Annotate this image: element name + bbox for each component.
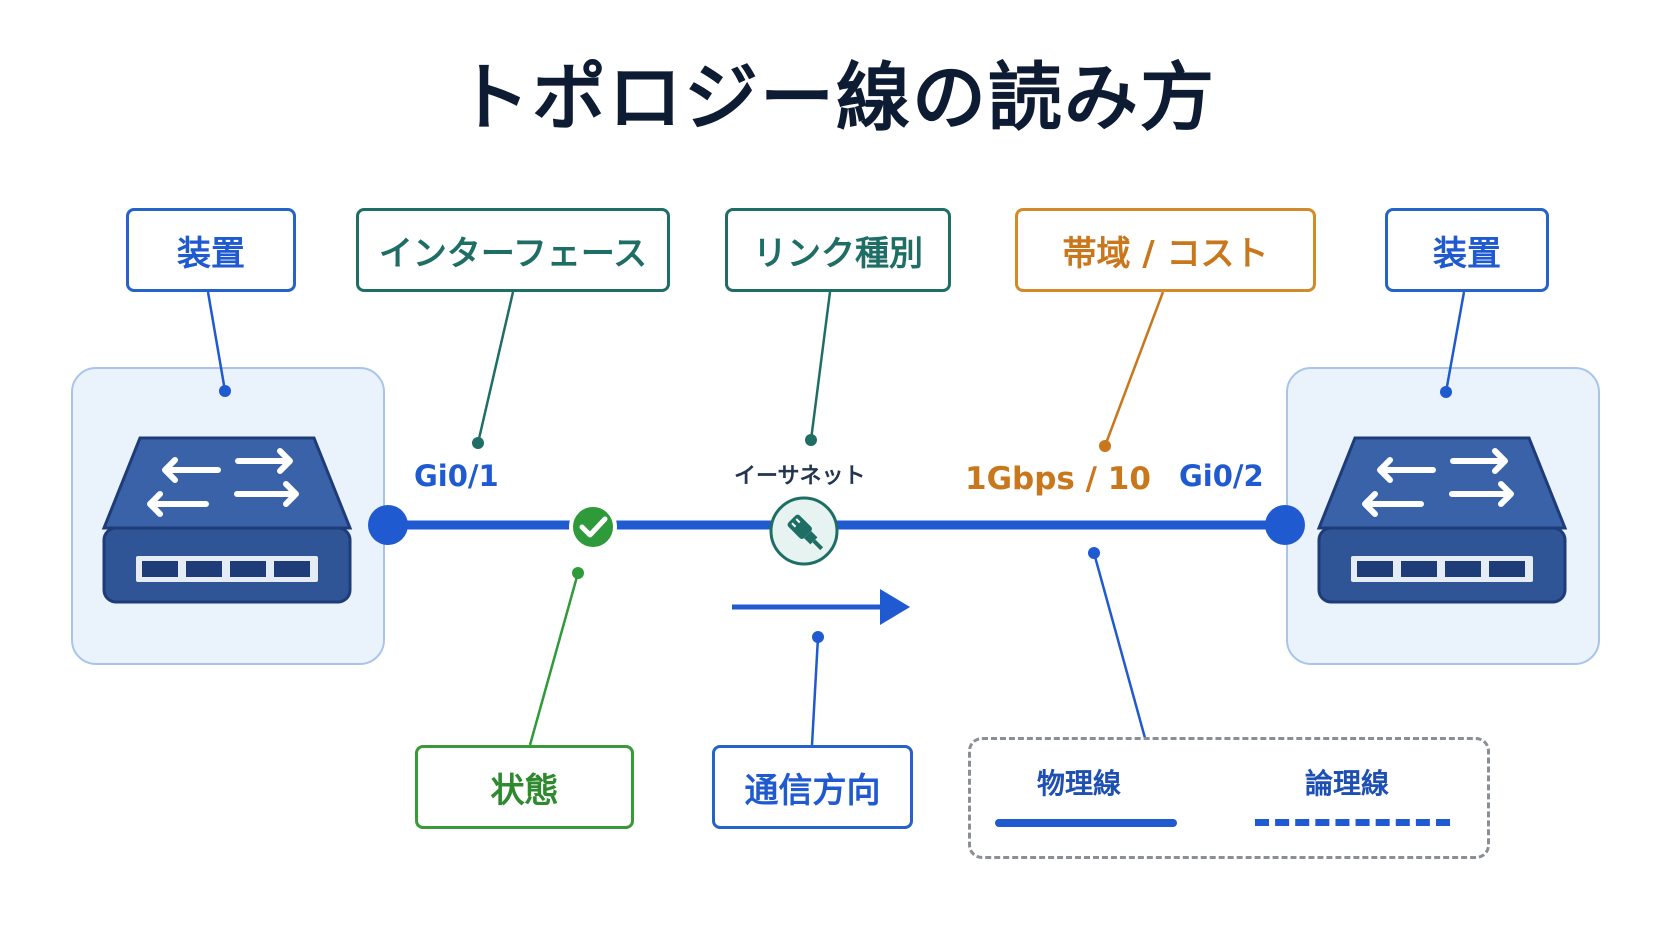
page-title: トポロジー線の読み方 (456, 55, 1216, 141)
arrow-right-icon (732, 589, 910, 625)
ethernet-plug-icon (769, 496, 839, 566)
check-circle-icon (569, 503, 617, 551)
callout-link-type: リンク種別 (725, 208, 951, 292)
line-legend: 物理線 論理線 (968, 737, 1490, 859)
callout-bandwidth-cost: 帯域 / コスト (1015, 208, 1316, 292)
legend-physical-label: 物理線 (1037, 767, 1122, 800)
callout-device-right: 装置 (1385, 208, 1549, 292)
network-switch-icon (1316, 436, 1568, 604)
network-switch-icon (101, 436, 353, 604)
legend-logical-label: 論理線 (1305, 767, 1390, 800)
port-label-right: Gi0/2 (1179, 459, 1264, 493)
legend-solid-line (995, 819, 1177, 827)
port-left-dot (368, 505, 408, 545)
link-medium-label: イーサネット (734, 464, 866, 489)
callout-direction: 通信方向 (712, 745, 913, 829)
legend-dashed-line (1255, 819, 1450, 826)
callout-interface: インターフェース (356, 208, 670, 292)
bandwidth-label: 1Gbps / 10 (965, 461, 1151, 497)
callout-status: 状態 (415, 745, 634, 829)
callout-device-left: 装置 (126, 208, 296, 292)
port-label-left: Gi0/1 (414, 459, 499, 493)
port-right-dot (1265, 505, 1305, 545)
callout-leaders (206, 291, 1466, 746)
